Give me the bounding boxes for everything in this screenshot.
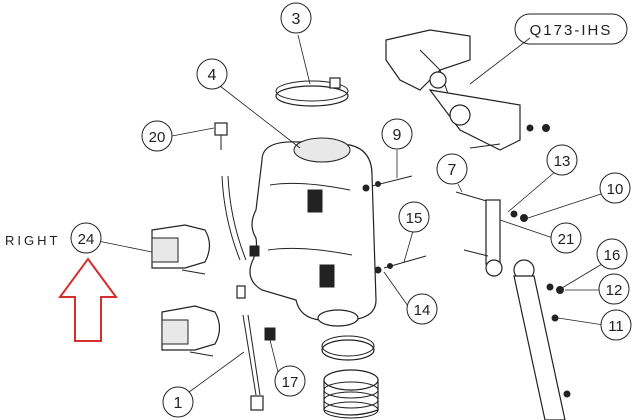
callout-label: 1 [174,395,183,412]
callout-label: 7 [448,162,457,179]
callout-17: 17 [274,365,306,397]
callout-1: 1 [162,386,194,418]
callout-label: 3 [292,11,301,28]
vacuum-hose [221,175,264,411]
bolts-plenum [362,175,427,274]
link-arm [455,191,528,277]
callout-label: 12 [606,282,623,299]
callout-9: 9 [381,118,413,150]
callout-label: 16 [604,247,621,264]
callout-label: 21 [558,231,575,248]
drawing-number-tag: Q173-IHS [514,13,628,45]
callout-21: 21 [550,222,582,254]
clamp-ring-top [275,77,349,107]
callout-4: 4 [196,58,228,90]
callout-label: 17 [282,374,299,391]
callout-10: 10 [599,172,631,204]
callout-label: 10 [607,181,624,198]
throttle-body-upper [151,224,211,275]
callout-label: 14 [414,302,431,319]
leader-lines [97,34,608,396]
intake-plenum [249,137,377,327]
callout-15: 15 [398,201,430,233]
callout-11: 11 [600,309,632,341]
side-label: RIGHT [5,233,60,248]
throttle-linkage-bracket [385,29,550,151]
callout-14: 14 [406,293,438,325]
callout-3: 3 [280,2,312,34]
pushrod-assembly [513,259,571,420]
callout-label: 15 [406,210,423,227]
throttle-body-lower [161,305,221,357]
callout-16: 16 [596,238,628,270]
rubber-bellows [323,369,379,419]
callout-24: 24 [70,222,102,254]
callout-13: 13 [546,144,578,176]
callout-label: 9 [393,127,402,144]
fitting-20 [214,122,228,150]
callout-7: 7 [436,153,468,185]
callout-20: 20 [141,120,173,152]
up-arrow-icon [58,257,118,342]
callout-12: 12 [598,273,630,305]
title-leader [469,37,531,85]
callout-label: 11 [608,318,624,335]
clamp-ring-bottom [321,335,375,361]
drawing-number-text: Q173-IHS [530,22,613,39]
callout-label: 4 [208,67,217,84]
callout-label: 24 [78,231,95,248]
callout-label: 13 [554,153,571,170]
callout-label: 20 [149,129,166,146]
